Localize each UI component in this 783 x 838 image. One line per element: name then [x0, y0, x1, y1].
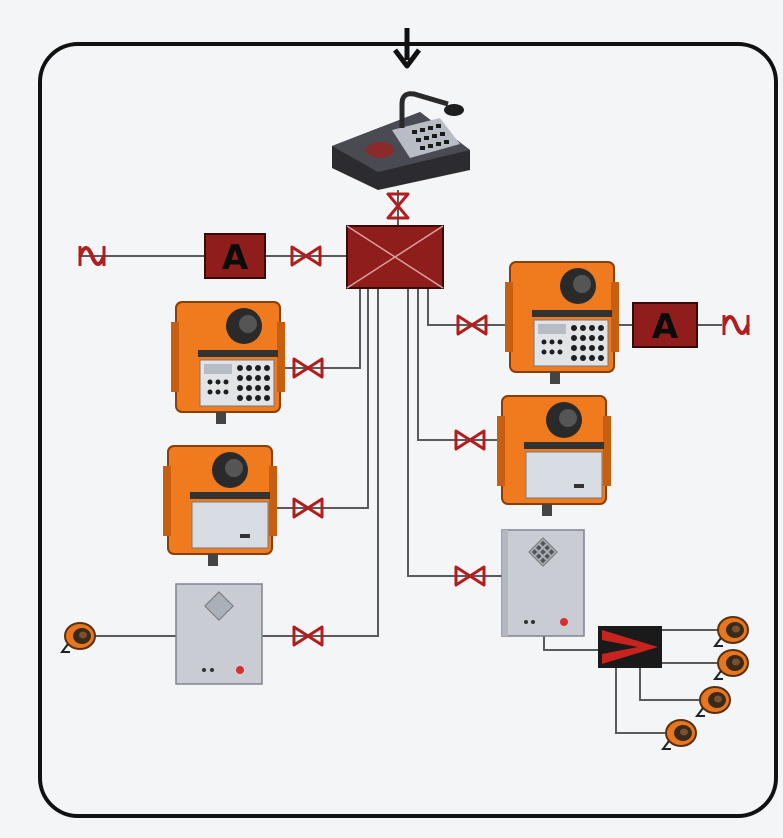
loudspeaker-icon	[61, 622, 96, 653]
line-symbol-icon	[78, 246, 106, 266]
down-arrow-icon	[393, 28, 421, 69]
loudspeaker-icon	[714, 649, 749, 680]
phone-icon	[162, 445, 278, 567]
loudspeaker-icon	[714, 616, 749, 647]
bowtie-connector-icon	[386, 192, 410, 220]
junction-box-icon	[346, 225, 444, 289]
amplifier-right-label: A	[652, 307, 679, 347]
intercom-panel-icon	[501, 529, 585, 637]
splitter-icon	[598, 626, 662, 668]
intercom-panel-icon	[175, 583, 263, 685]
phone-icon	[496, 395, 612, 517]
loudspeaker-icon	[662, 719, 697, 750]
amplifier-icon: A	[204, 233, 266, 279]
loudspeaker-icon	[696, 686, 731, 717]
keypad-phone-icon	[170, 301, 286, 425]
keypad-phone-icon	[504, 261, 620, 385]
amplifier-icon: A	[632, 302, 698, 348]
desk-console-icon	[332, 91, 470, 190]
line-symbol-icon	[722, 315, 750, 335]
amplifier-left-label: A	[222, 238, 249, 278]
